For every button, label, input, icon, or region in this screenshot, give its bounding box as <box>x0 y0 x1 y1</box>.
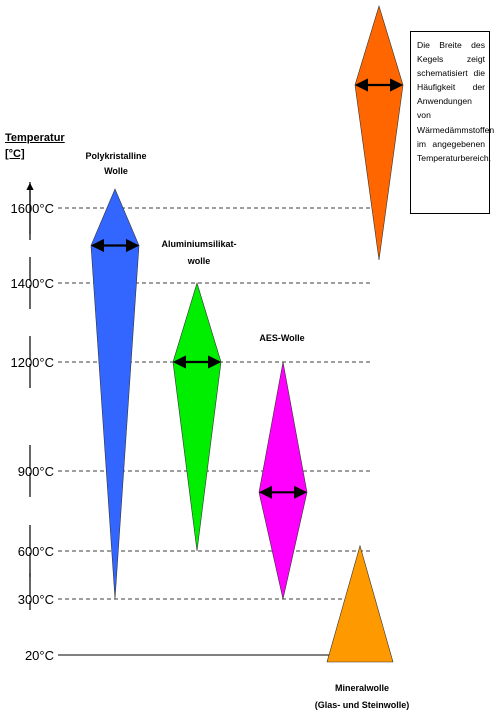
axis-title-line2: [°C] <box>5 148 25 160</box>
tick-labels: 1600°C 1400°C 1200°C 900°C 600°C 300°C 20°C <box>10 201 54 663</box>
tick-label: 600°C <box>18 544 54 559</box>
legend-note: Die Breite des Kegels zeigt schematisier… <box>410 31 494 214</box>
axis-title: Temperatur [°C] <box>5 130 65 162</box>
legend-cone <box>354 4 404 261</box>
tick-label: 1400°C <box>10 276 54 291</box>
cone-polykristalline <box>90 188 140 600</box>
label-mineralwolle-line2: (Glas- und Steinwolle) <box>315 700 410 710</box>
tick-label: 300°C <box>18 592 54 607</box>
label-aes-wolle: AES-Wolle <box>259 333 304 343</box>
cone-mineralwolle <box>326 544 394 663</box>
cone-aes <box>258 361 308 600</box>
tick-label: 900°C <box>18 464 54 479</box>
legend-note-text: Die Breite des Kegels zeigt schematisier… <box>417 40 495 163</box>
label-mineralwolle-line1: Mineralwolle <box>335 683 389 693</box>
material-cones <box>90 188 394 663</box>
tick-label: 20°C <box>25 648 54 663</box>
label-polykristalline-line2: Wolle <box>104 166 128 176</box>
axis-title-line1: Temperatur <box>5 132 65 144</box>
label-aluminiumsilikat-line2: wolle <box>187 256 211 266</box>
cone-aluminiumsilikat <box>172 281 222 552</box>
label-polykristalline-line1: Polykristalline <box>85 151 146 161</box>
legend-cone-shape <box>354 4 404 261</box>
label-aluminiumsilikat-line1: Aluminiumsilikat- <box>161 239 236 249</box>
tick-label: 1600°C <box>10 201 54 216</box>
tick-label: 1200°C <box>10 355 54 370</box>
